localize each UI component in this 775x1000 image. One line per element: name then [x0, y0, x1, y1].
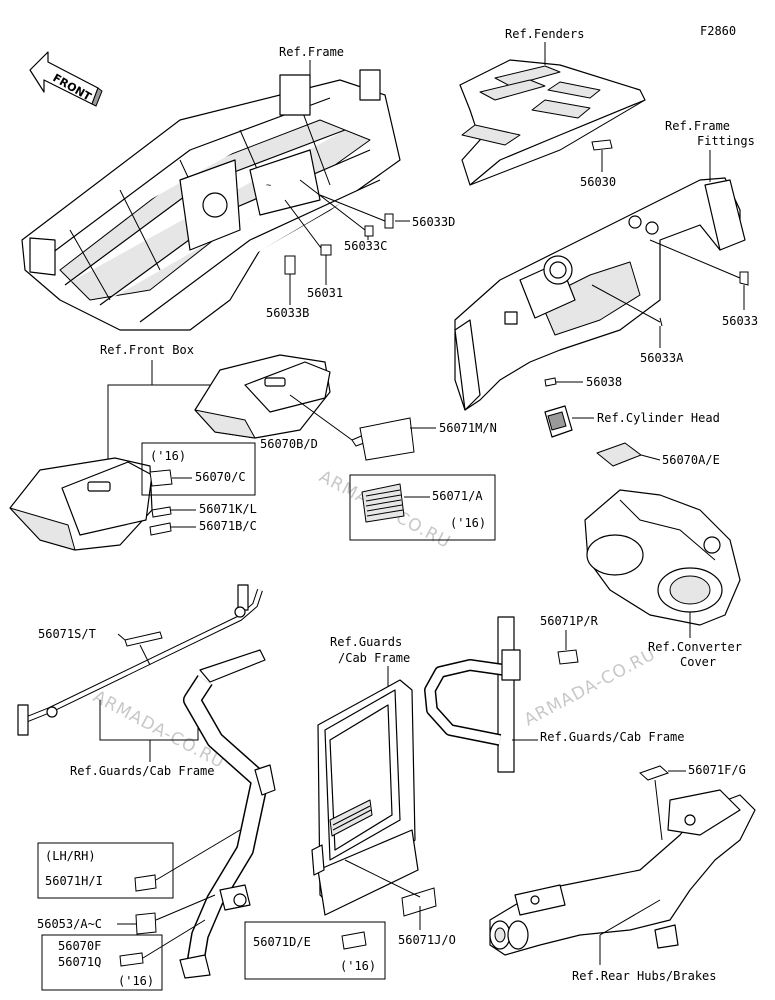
- decal-56071pr: [557, 649, 579, 665]
- label-56033: 56033: [722, 314, 758, 328]
- decal-56033c: [364, 225, 374, 237]
- rear-hubs-drawing: [489, 789, 756, 956]
- label-56070ae: 56070A/E: [662, 453, 720, 467]
- decal-56071st: [124, 631, 163, 647]
- decal-56071de: [341, 931, 367, 950]
- decal-56033d: [384, 213, 394, 229]
- label-56031: 56031: [307, 286, 343, 300]
- label-56053ac: 56053/A~C: [37, 917, 102, 931]
- label-ref-front-box: Ref.Front Box: [100, 343, 194, 357]
- decal-56071mn: [359, 417, 415, 461]
- label-56033b: 56033B: [266, 306, 309, 320]
- crossbar-drawing: [17, 584, 263, 736]
- label-56070f: 56070F: [58, 939, 101, 953]
- label-56071st: 56071S/T: [38, 627, 96, 641]
- label-lh-rh: (LH/RH): [45, 849, 96, 863]
- label-56070c: 56070/C: [195, 470, 246, 484]
- roll-guard-drawing: [424, 616, 521, 773]
- svg-text:~: ~: [266, 181, 272, 191]
- label-56033d: 56033D: [412, 215, 455, 229]
- frame-drawing: ~: [21, 69, 401, 331]
- label-56071kl: 56071K/L: [199, 502, 257, 516]
- box-56070f: [41, 934, 163, 991]
- label-56071bc: 56071B/C: [199, 519, 257, 533]
- decal-56030: [591, 139, 613, 151]
- side-pillar-drawing: [179, 649, 276, 979]
- label-yr16-c: ('16): [118, 974, 154, 988]
- label-ref-frame-fittings-1: Ref.Frame: [665, 119, 730, 133]
- label-56071mn: 56071M/N: [439, 421, 497, 435]
- fenders-drawing: [459, 59, 646, 186]
- label-ref-cylinder-head: Ref.Cylinder Head: [597, 411, 720, 425]
- door-drawing: [311, 679, 419, 916]
- label-56033c: 56033C: [344, 239, 387, 253]
- frame-fittings-drawing: [454, 177, 746, 411]
- decal-56031: [320, 244, 332, 256]
- decal-56070ae: [596, 442, 642, 467]
- label-yr16-a: ('16): [150, 449, 186, 463]
- decal-56071kl: [151, 506, 172, 518]
- label-56033a: 56033A: [640, 351, 684, 365]
- decal-56033b: [284, 255, 296, 275]
- label-yr16-d: ('16): [340, 959, 376, 973]
- label-56070bd: 56070B/D: [260, 437, 318, 451]
- decal-56033: [739, 271, 749, 286]
- label-ref-guards-cab-2: /Cab Frame: [338, 651, 410, 665]
- label-56071de: 56071D/E: [253, 935, 311, 949]
- label-ref-guards-cab-1: Ref.Guards: [330, 635, 402, 649]
- decal-56053ac: [135, 912, 157, 935]
- box-56071a: [349, 474, 496, 541]
- box-56070c: [141, 442, 256, 496]
- label-ref-frame-fittings-2: Fittings: [697, 134, 755, 148]
- label-yr16-b: ('16): [450, 516, 486, 530]
- label-56071jo: 56071J/O: [398, 933, 456, 947]
- label-ref-frame: Ref.Frame: [279, 45, 344, 59]
- decal-56071a: [361, 483, 405, 523]
- front-arrow-icon: FRONT: [29, 51, 103, 107]
- label-56038: 56038: [586, 375, 622, 389]
- label-ref-guards-cab-right: Ref.Guards/Cab Frame: [540, 730, 685, 744]
- label-56071a: 56071/A: [432, 489, 483, 503]
- decal-56071jo: [401, 887, 437, 917]
- decal-56071bc: [149, 522, 172, 536]
- label-ref-rear-hubs: Ref.Rear Hubs/Brakes: [572, 969, 717, 983]
- label-56030: 56030: [580, 175, 616, 189]
- box-56071hi: [37, 842, 174, 899]
- figure-code: F2860: [700, 24, 736, 38]
- cylinder-head-drawing: [544, 405, 573, 438]
- label-ref-converter-cover-1: Ref.Converter: [648, 640, 742, 654]
- decal-56071hi: [134, 874, 157, 892]
- decal-56070f: [119, 952, 144, 967]
- label-56071pr: 56071P/R: [540, 614, 599, 628]
- label-ref-converter-cover-2: Cover: [680, 655, 716, 669]
- converter-cover-drawing: [584, 489, 741, 626]
- label-56071fg: 56071F/G: [688, 763, 746, 777]
- box-56071de: [244, 921, 386, 980]
- decal-56038: [544, 377, 557, 387]
- front-box-upper-drawing: [194, 354, 331, 439]
- decal-56033a: [659, 317, 663, 327]
- decal-56071fg: [639, 765, 669, 781]
- label-56071hi: 56071H/I: [45, 874, 103, 888]
- watermark-5: ARMADA-CO.RU: [521, 644, 659, 730]
- front-box-lower-drawing: [9, 457, 153, 551]
- label-ref-fenders: Ref.Fenders: [505, 27, 584, 41]
- decal-56070c: [149, 469, 173, 487]
- label-ref-guards-cab-left: Ref.Guards/Cab Frame: [70, 764, 215, 778]
- label-56071q: 56071Q: [58, 955, 101, 969]
